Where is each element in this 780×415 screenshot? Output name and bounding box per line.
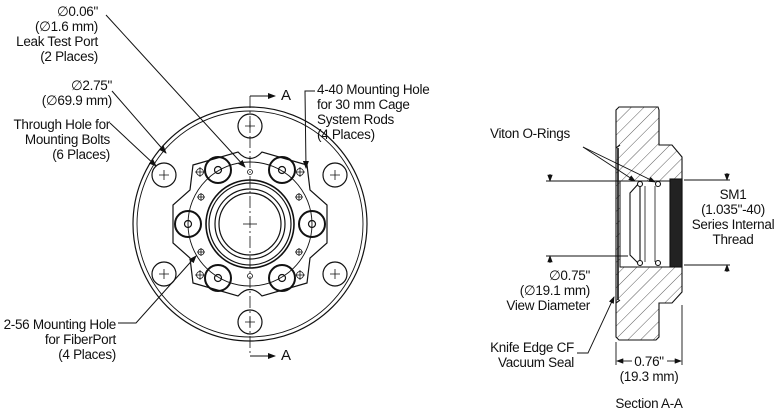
view-diameter-mm: (∅19.1 mm) <box>519 283 591 298</box>
cage-hole-count: (4 Places) <box>317 127 375 142</box>
cage-hole-line2: for 30 mm Cage <box>317 97 410 112</box>
through-hole-count: (6 Places) <box>52 147 110 162</box>
fiberport-hole-label: 2-56 Mounting Hole for FiberPort (4 Plac… <box>3 317 117 362</box>
section-marker-top: A <box>281 87 291 104</box>
thread-series: SM1 <box>719 187 747 202</box>
small-holes <box>195 167 305 280</box>
front-view <box>132 93 368 359</box>
view-diameter-in: ∅0.75" <box>548 268 590 283</box>
outer-diameter-mm: (∅69.9 mm) <box>41 93 113 108</box>
leader-lines <box>105 14 315 324</box>
o-rings-label: Viton O-Rings <box>490 126 570 141</box>
thickness-in: 0.76" <box>634 354 664 369</box>
knife-edge-label: Knife Edge CF Vacuum Seal <box>490 340 574 370</box>
section-dimensions <box>546 146 730 365</box>
outer-diameter-in: ∅2.75" <box>70 78 112 93</box>
fiberport-hole-line2: for FiberPort <box>44 332 116 347</box>
leak-port-label: ∅0.06" (∅1.6 mm) Leak Test Port (2 Place… <box>16 4 98 64</box>
cage-hole-line1: 4-40 Mounting Hole <box>317 82 430 97</box>
section-view <box>615 106 683 341</box>
thread-line4: Thread <box>712 232 754 247</box>
leak-port-count: (2 Places) <box>40 49 98 64</box>
cage-hole-label: 4-40 Mounting Hole for 30 mm Cage System… <box>317 82 430 142</box>
section-marker-bottom: A <box>281 347 291 364</box>
through-hole-label: Through Hole for Mounting Bolts (6 Place… <box>13 117 110 162</box>
leak-port-diameter-mm: (∅1.6 mm) <box>34 19 98 34</box>
adapter-body-outline <box>172 151 328 297</box>
leak-port-name: Leak Test Port <box>16 34 98 49</box>
fiberport-hole-count: (4 Places) <box>58 347 116 362</box>
leak-port-diameter: ∅0.06" <box>56 4 98 19</box>
through-hole-line2: Mounting Bolts <box>24 132 110 147</box>
view-diameter-label: ∅0.75" (∅19.1 mm) View Diameter <box>506 268 590 313</box>
thread-line3: Series Internal <box>691 217 775 232</box>
view-diameter-name: View Diameter <box>506 298 590 313</box>
outer-diameter-label: ∅2.75" (∅69.9 mm) <box>41 78 113 108</box>
thread-spec: (1.035"-40) <box>701 202 765 217</box>
knife-edge-line1: Knife Edge CF <box>490 340 574 355</box>
section-title: Section A-A <box>615 396 683 411</box>
through-hole-line1: Through Hole for <box>13 117 110 132</box>
counterbored-holes <box>174 156 326 292</box>
fiberport-hole-line1: 2-56 Mounting Hole <box>3 317 117 332</box>
knife-edge-line2: Vacuum Seal <box>498 355 574 370</box>
thickness-label: 0.76" (19.3 mm) <box>600 354 698 384</box>
thickness-mm: (19.3 mm) <box>619 369 679 384</box>
cage-hole-line3: System Rods <box>317 112 394 127</box>
thread-label: SM1 (1.035"-40) Series Internal Thread <box>686 187 780 247</box>
